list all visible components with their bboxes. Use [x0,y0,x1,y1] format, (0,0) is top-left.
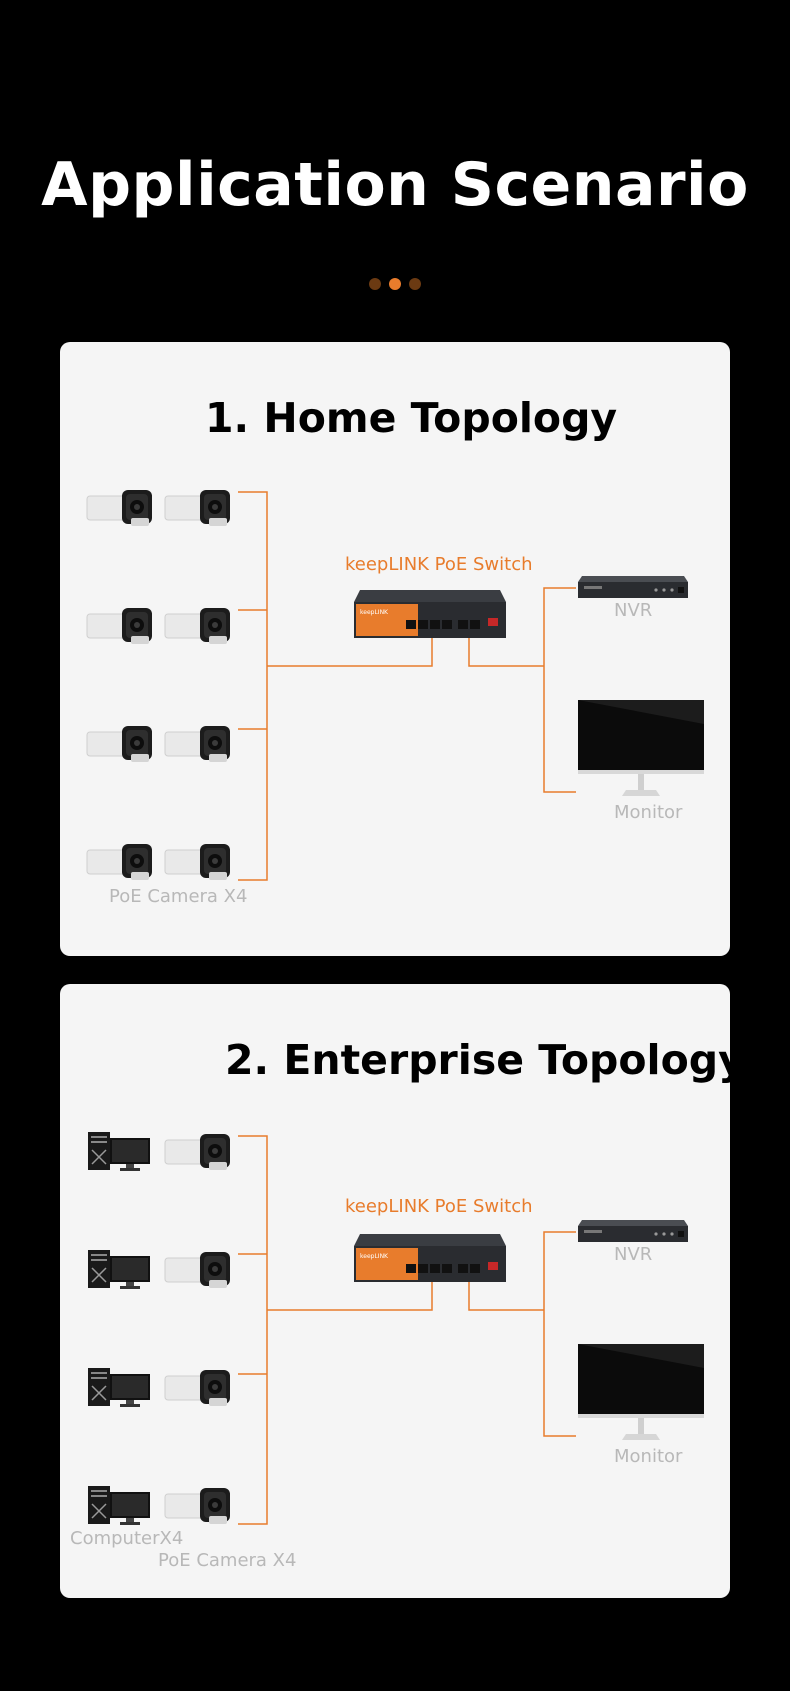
camera-icon [86,842,152,882]
poe-switch-icon: keepLINK [354,590,506,638]
dot-2 [389,278,401,290]
card-title: 2. Enterprise Topology [225,1036,745,1084]
camera-icon [164,1132,230,1172]
section-dots [0,278,790,290]
connection-lines [238,491,576,881]
switch-brand-text: keepLINK [360,1253,389,1260]
camera-icon [164,842,230,882]
connection-lines [238,1135,576,1525]
computer-label: ComputerX4 [70,1528,184,1549]
camera-icon [164,724,230,764]
nvr-icon [578,1220,688,1242]
nvr-label: NVR [614,1244,653,1265]
computer-icon [86,1246,152,1290]
monitor-icon [578,700,704,796]
camera-icon [164,606,230,646]
dot-3 [409,278,421,290]
camera-label: PoE Camera X4 [109,886,248,907]
switch-label: keepLINK PoE Switch [345,1196,533,1217]
switch-brand-text: keepLINK [360,609,389,616]
monitor-label: Monitor [614,1446,683,1467]
camera-icon [164,488,230,528]
monitor-icon [578,1344,704,1440]
computer-icon [86,1482,152,1526]
camera-icon [164,1368,230,1408]
camera-icon [164,1486,230,1526]
switch-label: keepLINK PoE Switch [345,554,533,575]
monitor-label: Monitor [614,802,683,823]
page-title: Application Scenario [41,150,749,220]
home-topology-card: 1. Home Topology PoE Camera X4 keepLINK … [60,342,730,956]
camera-icon [86,724,152,764]
nvr-icon [578,576,688,598]
nvr-label: NVR [614,600,653,621]
camera-label: PoE Camera X4 [158,1550,297,1571]
camera-icon [86,488,152,528]
card-title: 1. Home Topology [205,394,618,442]
camera-icon [164,1250,230,1290]
computer-icon [86,1128,152,1172]
enterprise-topology-card: 2. Enterprise Topology ComputerX4 PoE Ca… [60,984,745,1598]
camera-icon [86,606,152,646]
computer-icon [86,1364,152,1408]
dot-1 [369,278,381,290]
poe-switch-icon: keepLINK [354,1234,506,1282]
